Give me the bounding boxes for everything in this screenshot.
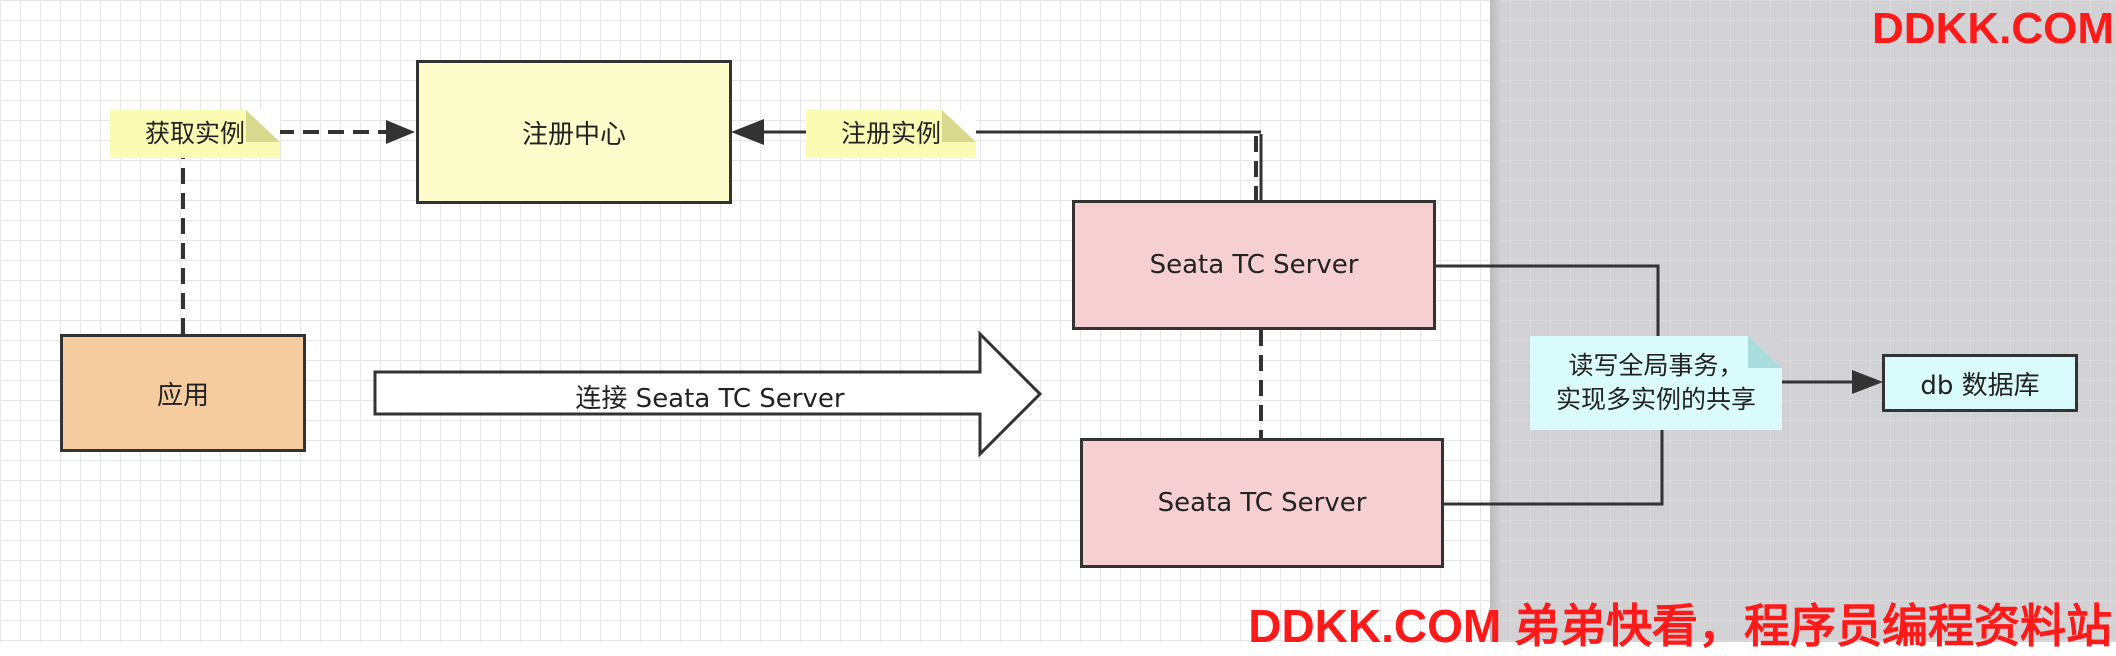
db-node[interactable]: db 数据库 xyxy=(1882,354,2078,412)
note-fold-icon xyxy=(942,110,976,142)
note-fold-icon xyxy=(1748,336,1782,368)
registry-arrowhead-left xyxy=(731,119,764,145)
get-instance-note-text: 获取实例 xyxy=(144,119,245,149)
side-panel xyxy=(1490,0,2116,642)
db-label: db 数据库 xyxy=(1920,370,2040,401)
server2-to-db-connector xyxy=(1442,430,1664,506)
connect-arrow-label: 连接 Seata TC Server xyxy=(575,384,845,414)
watermark-bottom: DDKK.COM 弟弟快看，程序员编程资料站 xyxy=(1248,600,2112,652)
registry-center-label: 注册中心 xyxy=(521,119,626,150)
register-instance-note-text: 注册实例 xyxy=(840,119,941,149)
seata-tc-server-label-1: Seata TC Server xyxy=(1149,250,1359,280)
connector-layer xyxy=(181,119,1883,506)
app-node[interactable]: 应用 xyxy=(60,334,306,452)
registry-center-node[interactable]: 注册中心 xyxy=(416,60,732,204)
note-fold-icon xyxy=(246,110,280,142)
rw-transaction-note[interactable]: 读写全局事务， 实现多实例的共享 xyxy=(1530,336,1782,430)
register-instance-note[interactable]: 注册实例 xyxy=(806,110,976,158)
connect-server-arrow xyxy=(373,330,1043,458)
seata-tc-server-label-2: Seata TC Server xyxy=(1157,488,1367,518)
app-label: 应用 xyxy=(156,380,209,411)
server1-to-db-connector xyxy=(1434,264,1660,338)
side-panel-edge xyxy=(1490,0,1502,642)
registry-arrowhead-right xyxy=(386,120,415,144)
rw-note-line-2: 实现多实例的共享 xyxy=(1555,385,1756,414)
rw-note-line-1: 读写全局事务， xyxy=(1568,351,1744,381)
seata-tc-server-node-1[interactable]: Seata TC Server xyxy=(1072,200,1436,330)
seata-tc-server-node-2[interactable]: Seata TC Server xyxy=(1080,438,1444,568)
get-instance-note[interactable]: 获取实例 xyxy=(110,110,280,158)
db-arrowhead xyxy=(1852,370,1883,394)
watermark-top: DDKK.COM xyxy=(1872,4,2114,53)
